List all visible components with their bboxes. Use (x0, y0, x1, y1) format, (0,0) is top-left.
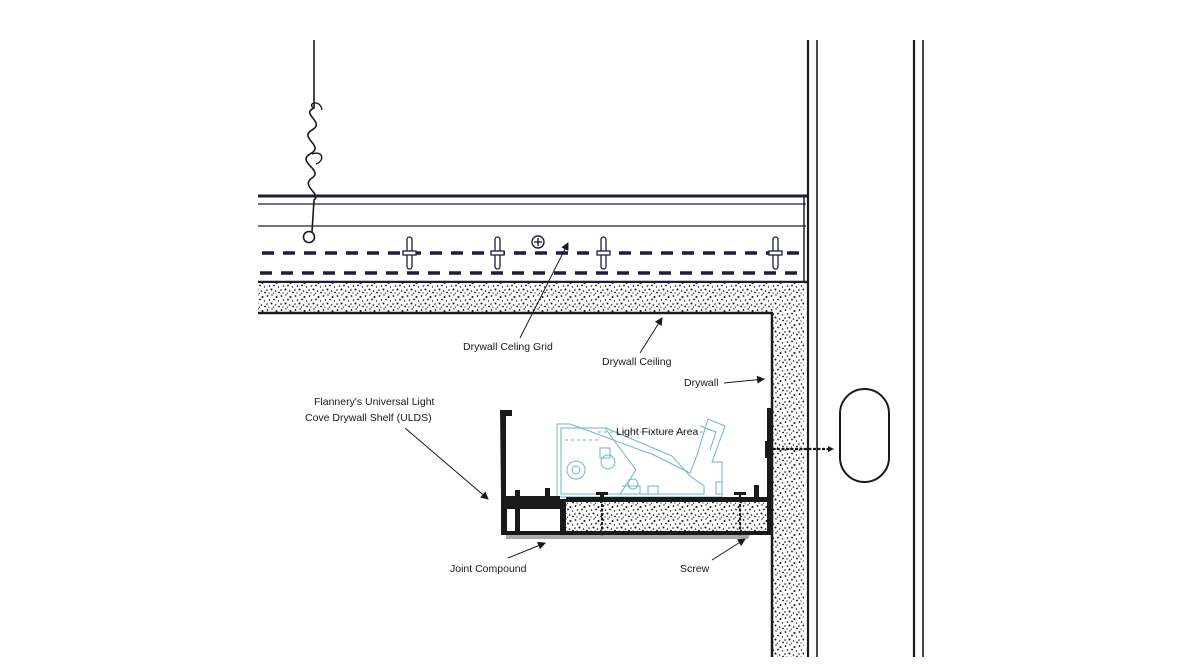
joint-compound-strip (506, 535, 750, 539)
shelf-drywall-insert (566, 502, 767, 531)
hanger-wire (302, 40, 323, 244)
wall-stud (806, 40, 924, 657)
shelf-screw-icon (734, 492, 746, 536)
leader-joint (507, 541, 546, 559)
label-drywall-ceiling-grid: Drywall Celing Grid (463, 341, 553, 353)
label-joint-compound: Joint Compound (450, 563, 527, 575)
leader-arrows (404, 242, 765, 561)
label-light-fixture-area: Light Fixture Area (616, 426, 698, 438)
label-screw: Screw (680, 563, 710, 575)
shelf-screw-icon (596, 492, 608, 536)
label-ulds-line1: Flannery's Universal Light (314, 396, 435, 408)
ulds-shelf (500, 408, 773, 535)
shelf-cavity (520, 509, 560, 531)
label-drywall-ceiling: Drywall Ceiling (602, 356, 672, 368)
light-fixture-illustration (556, 418, 726, 498)
leader-ulds (404, 427, 489, 500)
label-ulds-line2: Cove Drywall Shelf (ULDS) (305, 412, 432, 424)
drywall-ceiling-board (258, 283, 773, 315)
stud-knockout (839, 388, 890, 483)
leader-screw (711, 538, 746, 561)
drywall-vertical-board (770, 283, 804, 657)
leader-ceiling (639, 317, 663, 354)
label-drywall: Drywall (684, 377, 718, 389)
ceiling-grid (258, 194, 808, 284)
leader-drywall (723, 375, 765, 384)
leader-grid (519, 242, 569, 339)
